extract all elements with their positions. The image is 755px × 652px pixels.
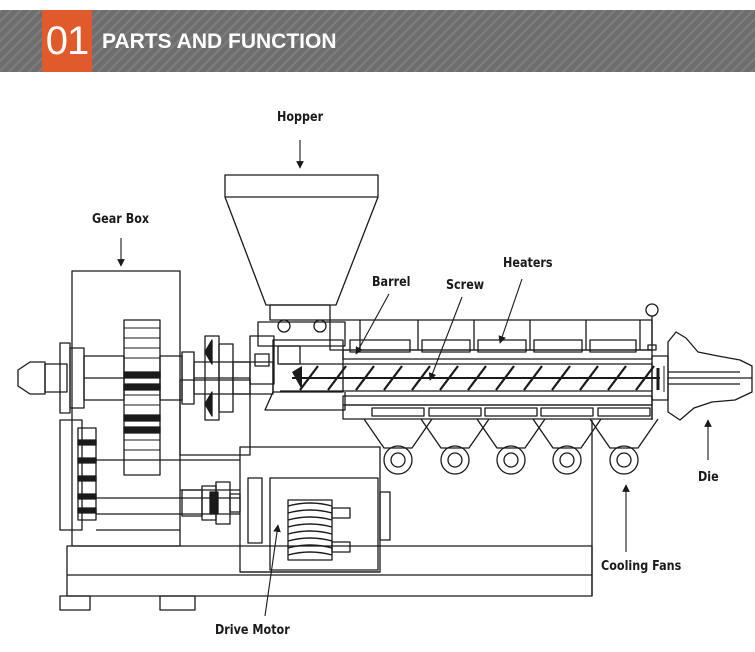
cooling-fan [420,407,490,475]
hopper [224,174,379,347]
screw-label: Screw [446,278,485,293]
hopper-label: Hopper [277,110,324,125]
cooling-fan [589,407,659,475]
screw [292,365,660,391]
screw-flight [439,365,459,391]
screw-flight [551,365,571,391]
drive-motor-label: Drive Motor [215,623,290,638]
drive-motor [239,446,391,573]
input-shaft [17,342,251,414]
screw-flight [635,365,655,391]
banner-stripes [0,10,755,72]
screw-flight [383,365,403,391]
screw-flight [523,365,543,391]
screw-flight [467,365,487,391]
die [651,331,753,421]
screw-arrow [428,296,463,381]
cooling-fan [363,407,433,475]
cooling-fans-assembly [342,362,659,475]
screw-flight [299,365,319,391]
header-banner: 01 PARTS AND FUNCTION [0,10,755,72]
shaft-coupling [204,335,274,421]
cooling-fan [532,407,602,475]
gear-box [59,270,251,547]
screw-flight [579,365,599,391]
pointer-arrows [117,140,712,617]
screw-flight [355,365,375,391]
motor-coupling [181,481,241,525]
section-number-badge: 01 [42,10,92,72]
heater-bands [329,319,653,353]
barrel-label: Barrel [372,275,411,290]
screw-flight [327,365,347,391]
screw-flight [411,365,431,391]
section-title: PARTS AND FUNCTION [102,30,337,53]
die-label: Die [698,470,719,485]
screw-flight [495,365,515,391]
cooling-fans-label: Cooling Fans [601,559,682,574]
cooling-fan [476,407,546,475]
heaters-label: Heaters [503,256,553,271]
screw-flight [607,365,627,391]
feed-throat [249,335,346,411]
barrel-arrow [355,293,390,355]
heaters-arrow [498,278,523,344]
temperature-probe [645,303,659,351]
gear-box-label: Gear Box [92,212,150,227]
drive-motor-arrow [264,524,281,617]
machine-base [59,420,593,611]
